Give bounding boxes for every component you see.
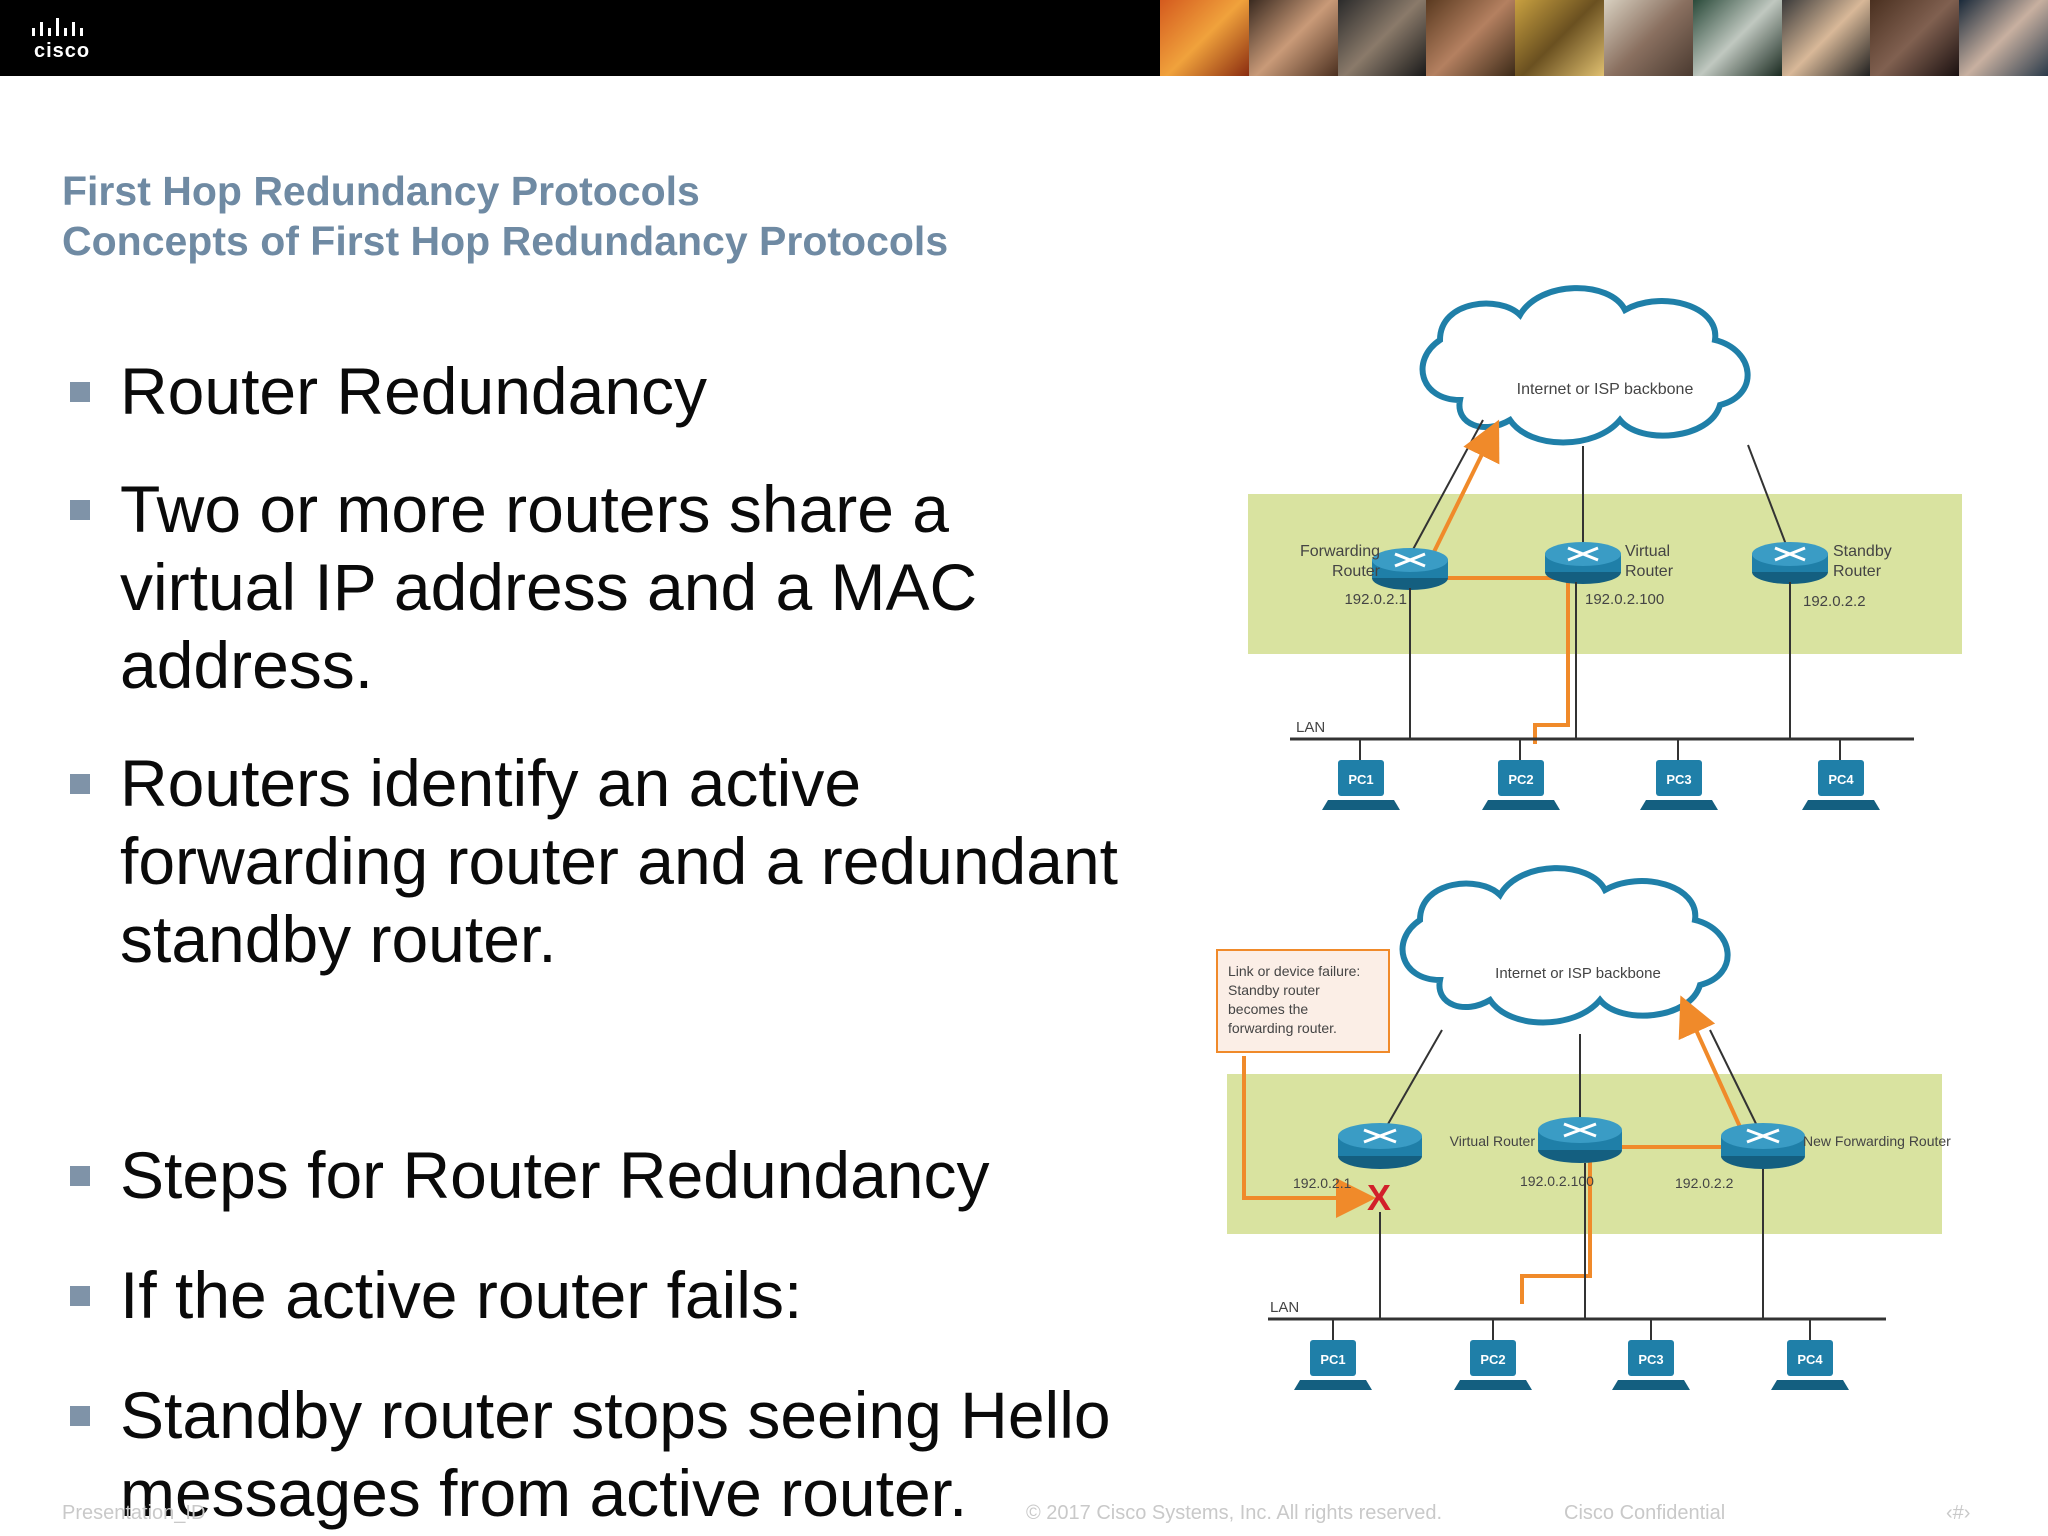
pc-icon: PC4 bbox=[1771, 1340, 1849, 1390]
logo-word: cisco bbox=[34, 40, 91, 62]
bullet-text: Router Redundancy bbox=[120, 354, 708, 428]
banner-photo bbox=[1426, 0, 1516, 76]
router-label: New Forwarding Router bbox=[1803, 1133, 1951, 1149]
router-label: Standby bbox=[1833, 543, 1892, 560]
router-icon bbox=[1372, 548, 1448, 590]
bullet-item: Two or more routers share a virtual IP a… bbox=[70, 470, 1100, 704]
pc-label: PC4 bbox=[1828, 772, 1854, 787]
router-label: Router bbox=[1625, 563, 1674, 580]
bullet-marker-icon bbox=[70, 500, 90, 520]
pc-label: PC1 bbox=[1320, 1352, 1345, 1367]
router-ip: 192.0.2.2 bbox=[1675, 1175, 1734, 1191]
bullet-item: Steps for Router Redundancy bbox=[70, 1136, 1180, 1214]
callout-line: Link or device failure: bbox=[1228, 963, 1360, 979]
bullet-text: If the active router fails: bbox=[120, 1258, 803, 1332]
banner-photo bbox=[1603, 0, 1693, 76]
router-icon bbox=[1338, 1123, 1422, 1169]
top-banner: cisco bbox=[0, 0, 2048, 76]
bullet-marker-icon bbox=[70, 774, 90, 794]
bullet-text: Two or more routers share a virtual IP a… bbox=[120, 472, 978, 702]
router-label: Virtual Router bbox=[1450, 1133, 1536, 1149]
router-ip: 192.0.2.1 bbox=[1293, 1175, 1352, 1191]
cloud-label: Internet or ISP backbone bbox=[1495, 965, 1661, 982]
pc-icon: PC3 bbox=[1612, 1340, 1690, 1390]
diagram-top: Internet or ISP backbone Forwardi bbox=[1248, 285, 1962, 810]
bullet-text: Steps for Router Redundancy bbox=[120, 1138, 990, 1212]
pc-icon: PC1 bbox=[1294, 1340, 1372, 1390]
router-ip: 192.0.2.1 bbox=[1344, 591, 1407, 608]
slide-title: First Hop Redundancy Protocols Concepts … bbox=[62, 166, 948, 266]
pc-label: PC2 bbox=[1508, 772, 1533, 787]
footer-confidential: Cisco Confidential bbox=[1564, 1502, 1726, 1524]
banner-photo bbox=[1781, 0, 1871, 76]
router-ip: 192.0.2.100 bbox=[1585, 591, 1664, 608]
lan-label: LAN bbox=[1270, 1299, 1299, 1316]
router-icon bbox=[1752, 542, 1828, 584]
router-icon bbox=[1538, 1117, 1622, 1163]
fhrp-network-diagram: Internet or ISP backbone Forwardi bbox=[1216, 285, 1962, 1390]
pc-label: PC3 bbox=[1666, 772, 1691, 787]
router-icon bbox=[1721, 1123, 1805, 1169]
pc-icon: PC2 bbox=[1482, 760, 1560, 810]
callout-line: forwarding router. bbox=[1228, 1020, 1337, 1036]
diagram-bottom: Internet or ISP backbone Link or device … bbox=[1216, 865, 1951, 1390]
banner-photo bbox=[1515, 0, 1604, 76]
title-line-2: Concepts of First Hop Redundancy Protoco… bbox=[62, 218, 949, 264]
callout-line: Standby router bbox=[1228, 982, 1320, 998]
pc-icon: PC2 bbox=[1454, 1340, 1532, 1390]
bullet-marker-icon bbox=[70, 1166, 90, 1186]
router-label: Router bbox=[1833, 563, 1882, 580]
cisco-logo-icon bbox=[32, 18, 83, 36]
banner-photo bbox=[1337, 0, 1427, 76]
bullet-marker-icon bbox=[70, 1406, 90, 1426]
pc-label: PC4 bbox=[1797, 1352, 1823, 1367]
bullet-text: Standby router stops seeing Hello messag… bbox=[120, 1378, 1111, 1530]
banner-photo-strip bbox=[1160, 0, 2048, 76]
router-ip: 192.0.2.100 bbox=[1520, 1173, 1594, 1189]
footer-page-number: ‹#› bbox=[1946, 1502, 1971, 1524]
banner-photo bbox=[1248, 0, 1338, 76]
bullet-item: Router Redundancy bbox=[70, 352, 1140, 430]
cloud-icon bbox=[1399, 865, 1731, 1026]
banner-photo bbox=[1959, 0, 2048, 76]
footer-presentation-id: Presentation_ID bbox=[62, 1502, 206, 1524]
banner-photo bbox=[1870, 0, 1960, 76]
pc-label: PC3 bbox=[1638, 1352, 1663, 1367]
banner-photo bbox=[1692, 0, 1782, 76]
bullet-marker-icon bbox=[70, 382, 90, 402]
router-icon bbox=[1545, 542, 1621, 584]
router-label: Router bbox=[1332, 563, 1381, 580]
title-line-1: First Hop Redundancy Protocols bbox=[62, 168, 700, 214]
pc-icon: PC4 bbox=[1802, 760, 1880, 810]
bullet-marker-icon bbox=[70, 1286, 90, 1306]
callout-line: becomes the bbox=[1228, 1001, 1308, 1017]
failure-callout bbox=[1216, 949, 1390, 1053]
router-ip: 192.0.2.2 bbox=[1803, 593, 1866, 610]
pc-label: PC1 bbox=[1348, 772, 1373, 787]
cloud-icon bbox=[1419, 285, 1751, 446]
router-label: Virtual bbox=[1625, 543, 1670, 560]
bullet-item: If the active router fails: bbox=[70, 1256, 1180, 1334]
router-label: Forwarding bbox=[1300, 543, 1380, 560]
failure-x-icon: X bbox=[1367, 1177, 1391, 1218]
pc-label: PC2 bbox=[1480, 1352, 1505, 1367]
footer-copyright: © 2017 Cisco Systems, Inc. All rights re… bbox=[1026, 1502, 1443, 1524]
pc-icon: PC3 bbox=[1640, 760, 1718, 810]
cloud-label: Internet or ISP backbone bbox=[1517, 381, 1694, 398]
banner-photo bbox=[1160, 0, 1249, 76]
pc-icon: PC1 bbox=[1322, 760, 1400, 810]
lan-label: LAN bbox=[1296, 719, 1325, 736]
bullet-text: Routers identify an active forwarding ro… bbox=[120, 746, 1118, 976]
bullet-item: Standby router stops seeing Hello messag… bbox=[70, 1376, 1180, 1532]
bullet-item: Routers identify an active forwarding ro… bbox=[70, 744, 1180, 978]
